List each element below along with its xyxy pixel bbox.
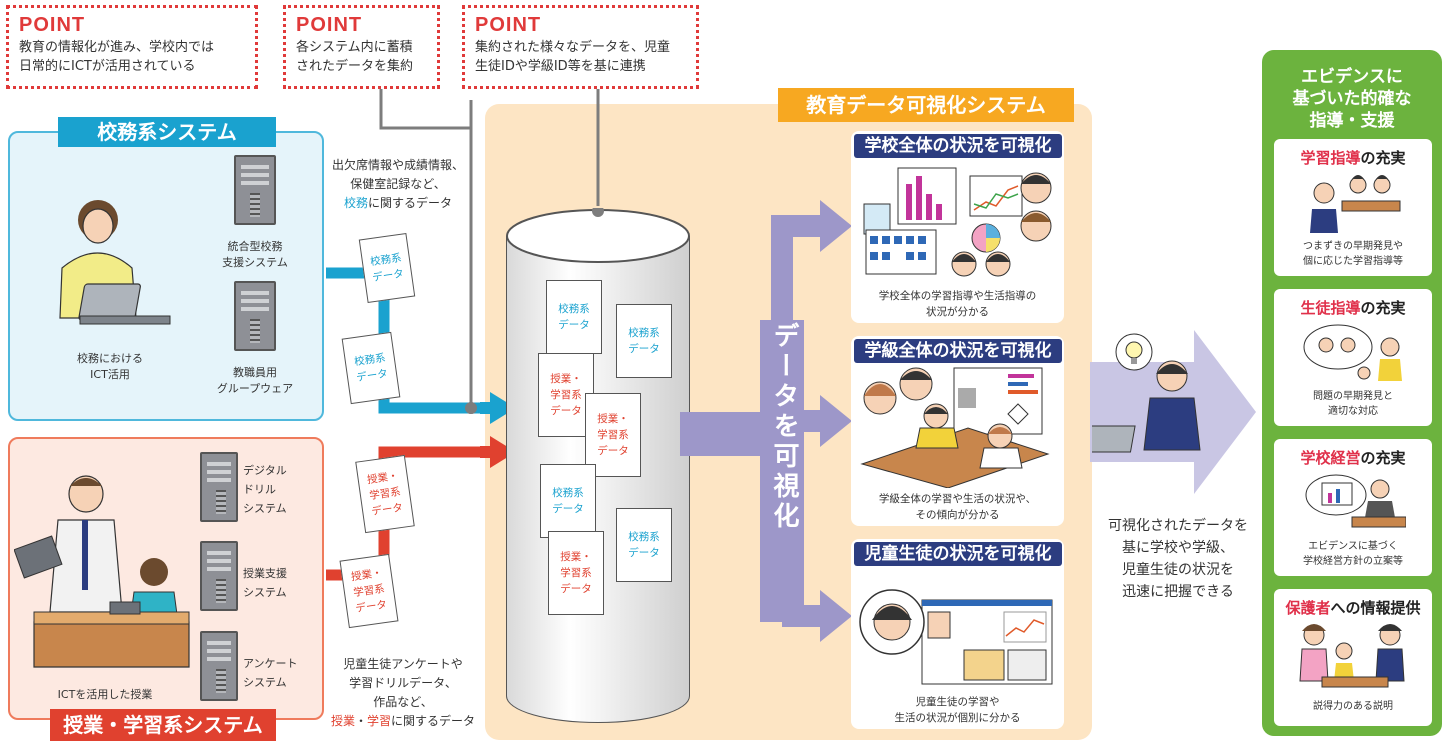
guidance-illustration xyxy=(1303,324,1402,381)
koumu-data-doc: 校務系データ xyxy=(616,508,672,582)
koumu-server-2-label: 教職員用グループウェア xyxy=(216,366,294,395)
koumu-server-1-label: 統合型校務支援システム xyxy=(222,240,288,269)
koumu-data-doc: 校務系データ xyxy=(546,280,602,354)
panel-caption: 児童生徒の学習や生活の状況が個別に分かる xyxy=(894,696,1021,724)
parents-illustration xyxy=(1299,624,1405,688)
visualize-vertical-label: データを可視化 xyxy=(769,322,799,532)
jugyo-data-doc: 授業・学習系データ xyxy=(538,353,594,437)
result-text: 可視化されたデータを基に学校や学級、児童生徒の状況を迅速に把握できる xyxy=(1108,518,1248,600)
teacher-laptop-illustration xyxy=(59,200,171,325)
point-title: POINT xyxy=(475,14,542,36)
server-icon xyxy=(200,631,238,701)
card-title: 学習指導の充実 xyxy=(1300,149,1406,167)
card-title: 学校経営の充実 xyxy=(1300,449,1406,467)
jugyo-system-title: 授業・学習系システム xyxy=(50,709,276,741)
point-title: POINT xyxy=(19,14,86,36)
flow-arrow-tips xyxy=(480,392,516,468)
koumu-data-doc: 校務系データ xyxy=(341,331,401,405)
koumu-data-doc: 校務系データ xyxy=(358,232,416,304)
jugyo-data-doc: 授業・学習系データ xyxy=(355,454,415,534)
analyst-illustration xyxy=(1092,333,1201,453)
jugyo-data-note: 児童生徒アンケートや学習ドリルデータ、作品など、授業・学習に関するデータ xyxy=(330,657,476,728)
school-dashboard-illustration xyxy=(863,167,1052,277)
card-title: 生徒指導の充実 xyxy=(1300,299,1406,317)
server-icon xyxy=(200,541,238,611)
point-title: POINT xyxy=(296,14,363,36)
evidence-card-management: 学校経営の充実 エビデンスに基づく学校経営方針の立案等 xyxy=(1274,439,1432,576)
panel-caption: 学級全体の学習や生活の状況や、その傾向が分かる xyxy=(878,493,1037,521)
jugyo-data-doc: 授業・学習系データ xyxy=(339,553,399,629)
classroom-label: ICTを活用した授業 xyxy=(57,688,153,701)
koumu-data-note: 出欠席情報や成績情報、保健室記録など、校務に関するデータ xyxy=(331,158,464,210)
panel-title: 学級全体の状況を可視化 xyxy=(854,339,1062,363)
classroom-illustration xyxy=(14,475,190,668)
management-illustration xyxy=(1305,474,1406,528)
jugyo-server-1-label: デジタルドリルシステム xyxy=(243,464,287,515)
point-text: 各システム内に蓄積されたデータを集約 xyxy=(296,40,414,74)
jugyo-server-3-label: アンケートシステム xyxy=(243,657,298,689)
card-caption: つまずきの早期発見や個に応じた学習指導等 xyxy=(1303,241,1403,267)
koumu-data-doc: 校務系データ xyxy=(616,304,672,378)
card-title: 保護者への情報提供 xyxy=(1285,599,1421,617)
point-box-2: POINT 各システム内に蓄積されたデータを集約 xyxy=(283,5,440,89)
point-box-3: POINT 集約された様々なデータを、児童生徒IDや学級ID等を基に連携 xyxy=(462,5,699,89)
evidence-card-parents: 保護者への情報提供 説得力のある説明 xyxy=(1274,589,1432,726)
card-caption: 説得力のある説明 xyxy=(1313,701,1393,712)
evidence-card-learning: 学習指導の充実 つまずきの早期発見や個に応じた学習指導等 xyxy=(1274,139,1432,276)
point-text: 集約された様々なデータを、児童生徒IDや学級ID等を基に連携 xyxy=(475,40,671,74)
server-icon xyxy=(234,155,276,225)
jugyo-server-2-label: 授業支援システム xyxy=(243,567,287,599)
panel-title: 学校全体の状況を可視化 xyxy=(854,134,1062,158)
server-icon xyxy=(234,281,276,351)
class-dashboard-illustration xyxy=(860,367,1050,488)
student-dashboard-illustration xyxy=(859,589,1053,685)
koumu-system-title: 校務系システム xyxy=(58,117,276,147)
connector-overlay xyxy=(465,100,600,414)
point-box-1: POINT 教育の情報化が進み、学校内では日常的にICTが活用されている xyxy=(6,5,258,89)
koumu-data-doc: 校務系データ xyxy=(540,464,596,538)
jugyo-data-doc: 授業・学習系データ xyxy=(548,531,604,615)
card-caption: 問題の早期発見と適切な対応 xyxy=(1313,391,1393,417)
panel-title: 児童生徒の状況を可視化 xyxy=(854,542,1062,566)
jugyo-data-doc: 授業・学習系データ xyxy=(585,393,641,477)
distribution-arrows xyxy=(680,200,852,642)
panel-caption: 学校全体の学習指導や生活指導の状況が分かる xyxy=(878,290,1037,318)
server-icon xyxy=(200,452,238,522)
evidence-title: エビデンスに基づいた的確な指導・支援 xyxy=(1292,67,1412,131)
learning-illustration xyxy=(1310,175,1401,233)
visualization-system-title: 教育データ可視化システム xyxy=(778,88,1074,122)
card-caption: エビデンスに基づく学校経営方針の立案等 xyxy=(1303,541,1403,567)
evidence-card-guidance: 生徒指導の充実 問題の早期発見と適切な対応 xyxy=(1274,289,1432,426)
point-text: 教育の情報化が進み、学校内では日常的にICTが活用されている xyxy=(19,40,215,74)
